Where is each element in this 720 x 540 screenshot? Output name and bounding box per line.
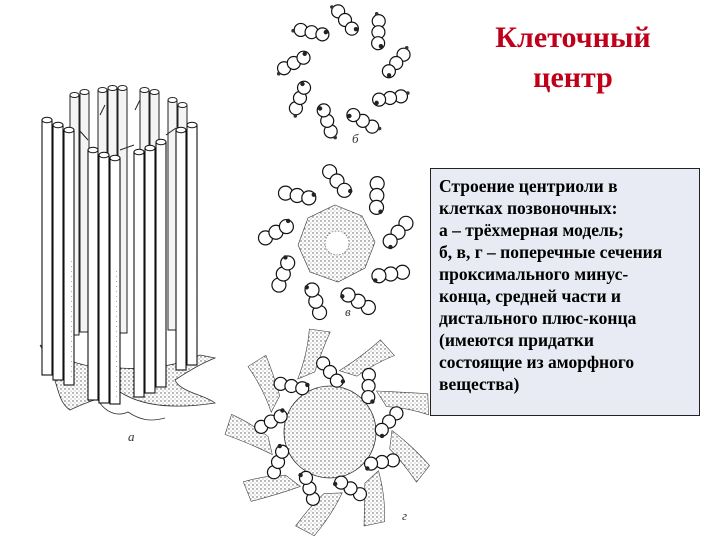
title-line-1: Клеточный [495,21,651,54]
microtubule-triplet [316,103,338,140]
microtubule-triplet [276,50,311,76]
microtubule-triplet [372,89,410,107]
microtubule-triplet [332,475,368,502]
microtubule-triplet [257,218,295,246]
microtubule-triplet [288,80,312,118]
microtubule-triplet [254,408,288,434]
microtubule-triplet [266,443,290,480]
microtubule-triplet [277,185,317,206]
microtubule-triplet [340,287,376,316]
label-v: в [345,304,351,319]
centriole-3d-model: а [39,85,217,444]
microtubule-triplet [361,367,376,405]
microtubule-triplet [381,45,411,79]
microtubule-triplet [271,255,296,293]
microtubule-triplet [316,356,346,388]
label-a: а [128,429,135,444]
microtubule-triplet [330,4,359,36]
microtubule-triplet [363,453,400,471]
microtubule-triplet [382,215,414,250]
appendage-arm [363,470,386,527]
caption-line: (имеются придатки [439,330,594,350]
microtubule-triplet [368,176,385,216]
microtubule-triplet [322,164,353,198]
cross-section-b [276,4,411,140]
caption-line: Строение центриоли в [439,176,618,196]
caption-line: конца, средней части и [439,286,621,306]
title-line-2: центр [533,61,613,94]
microtubule-triplet [346,107,382,134]
slide-title: Клеточный центр [448,18,698,98]
cross-section-v [257,164,414,321]
label-b: б [352,131,359,146]
caption-line: б, в, г – поперечные сечения [439,242,663,262]
microtubule-triplet [371,264,411,284]
microtubule-triplet [371,11,386,51]
caption-line: клетках позвоночных: [439,198,618,218]
caption-line: проксимального минус- [439,264,629,284]
cross-section-g [224,328,430,537]
microtubule-triplet [273,376,310,396]
label-g: г [402,508,407,523]
caption-box: Строение центриоли в клетках позвоночных… [430,168,700,416]
microtubule-triplet [374,406,404,439]
microtubule-triplet [304,282,328,321]
caption-line: состоящие из аморфного [439,352,635,372]
caption-line: а – трёхмерная модель; [439,220,624,240]
microtubule-triplet [291,22,330,42]
caption-line: дистального плюс-конца [439,308,637,328]
appendage-arm [242,474,301,502]
caption-line: вещества) [439,374,520,394]
microtubule-triplet [298,470,321,506]
